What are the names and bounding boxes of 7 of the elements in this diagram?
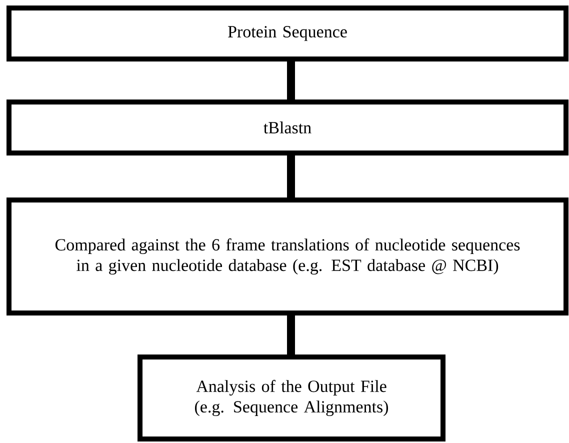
process-box: Protein Sequence [6, 6, 568, 62]
process-box: Compared against the 6 frame translations of nucleotide sequences in a given nucleotide database (e.g. EST database @ NCBI) [6, 198, 568, 316]
connector-line [287, 156, 295, 198]
connector-line [287, 62, 295, 100]
connector-line [287, 316, 295, 354]
process-box: Analysis of the Output File (e.g. Sequence Alignments) [138, 354, 446, 442]
process-box: tBlastn [6, 100, 568, 156]
